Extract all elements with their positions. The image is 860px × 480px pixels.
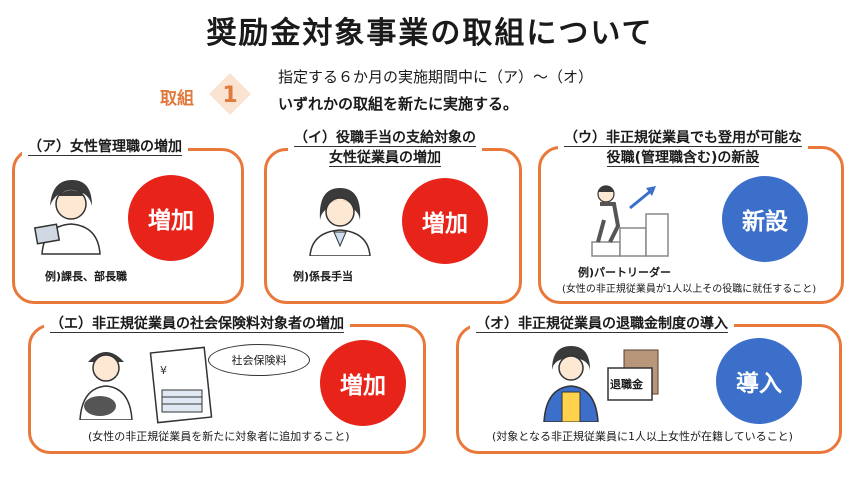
climbing-stairs-icon (586, 180, 672, 262)
card-b-example: 例)係長手当 (293, 270, 354, 283)
torikumi-number-diamond: 1 (208, 72, 252, 116)
badge-increase-a: 増加 (128, 175, 214, 261)
intro-text: 指定する６か月の実施期間中に（ア）～（オ） いずれかの取組を新たに実施する。 (278, 64, 593, 118)
speech-bubble-text: 社会保険料 (231, 354, 287, 367)
card-a-example: 例)課長、部長職 (45, 270, 128, 283)
page-title: 奨励金対象事業の取組について (206, 16, 654, 51)
badge-introduce-e: 導入 (716, 338, 802, 424)
card-b-title: （イ）役職手当の支給対象の 女性従業員の増加 (288, 128, 482, 168)
torikumi-number: 1 (222, 83, 237, 108)
badge-new-c: 新設 (722, 176, 808, 262)
card-a-title-text: （ア）女性管理職の増加 (28, 139, 182, 156)
badge-increase-d: 増加 (320, 340, 406, 426)
card-d-note: (女性の非正規従業員を新たに対象者に追加すること) (88, 430, 350, 443)
intro-line-2: いずれかの取組を新たに実施する。 (278, 95, 519, 113)
card-c-title: （ウ）非正規従業員でも登用が可能な 役職(管理職含む)の新設 (558, 128, 808, 168)
card-c-example: 例)パートリーダー (578, 266, 672, 279)
intro-line-1: 指定する６か月の実施期間中に（ア）～（オ） (278, 68, 594, 86)
svg-text:¥: ¥ (160, 364, 167, 377)
card-e-title: （オ）非正規従業員の退職金制度の導入 (470, 314, 734, 334)
card-d-title: （エ）非正規従業員の社会保険料対象者の増加 (44, 314, 350, 334)
badge-increase-b: 増加 (402, 178, 488, 264)
female-employee-icon (300, 176, 380, 260)
retirement-box-label: 退職金 (610, 378, 643, 391)
speech-bubble: 社会保険料 (208, 344, 310, 376)
torikumi-label: 取組 (160, 89, 194, 109)
card-a-title: （ア）女性管理職の増加 (22, 137, 188, 157)
card-c-title-line-1: （ウ）非正規従業員でも登用が可能な (564, 130, 802, 147)
office-worker-laptop-icon (30, 166, 110, 260)
card-c-note: (女性の非正規従業員が1人以上その役職に就任すること) (562, 284, 817, 295)
card-b-title-line-2: 女性従業員の増加 (329, 150, 441, 167)
card-b-title-line-1: （イ）役職手当の支給対象の (294, 130, 476, 147)
female-staff-apron-icon (538, 340, 604, 426)
card-c-title-line-2: 役職(管理職含む)の新設 (606, 150, 760, 167)
card-d-title-text: （エ）非正規従業員の社会保険料対象者の増加 (50, 316, 344, 333)
insurance-document-icon: ¥ (146, 344, 220, 428)
retirement-allowance-box-icon (606, 348, 662, 412)
card-e-note: (対象となる非正規従業員に1人以上女性が在籍していること) (492, 430, 793, 443)
worker-with-helmet-icon (70, 340, 142, 424)
card-e-title-text: （オ）非正規従業員の退職金制度の導入 (476, 316, 728, 333)
